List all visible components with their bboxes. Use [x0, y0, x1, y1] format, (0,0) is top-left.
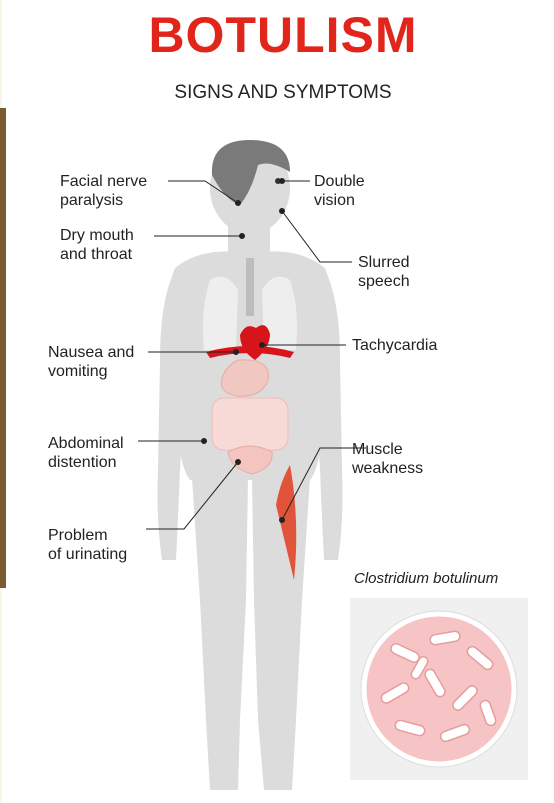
- bacteria-caption: Clostridium botulinum: [354, 570, 498, 587]
- label-dry-mouth: Dry mouth and throat: [60, 226, 134, 264]
- intestines: [212, 398, 288, 450]
- label-problem-urinating: Problem of urinating: [48, 526, 127, 564]
- label-slurred-speech: Slurred speech: [358, 253, 410, 291]
- label-nausea-vomiting: Nausea and vomiting: [48, 343, 134, 381]
- label-tachycardia: Tachycardia: [352, 336, 437, 355]
- label-muscle-weakness: Muscle weakness: [352, 440, 423, 478]
- petri-dish: [350, 598, 528, 780]
- label-facial-nerve-paralysis: Facial nerve paralysis: [60, 172, 147, 210]
- label-double-vision: Double vision: [314, 172, 365, 210]
- bacteria-panel: [350, 598, 528, 780]
- label-abdominal-distention: Abdominal distention: [48, 434, 124, 472]
- trachea: [246, 258, 254, 316]
